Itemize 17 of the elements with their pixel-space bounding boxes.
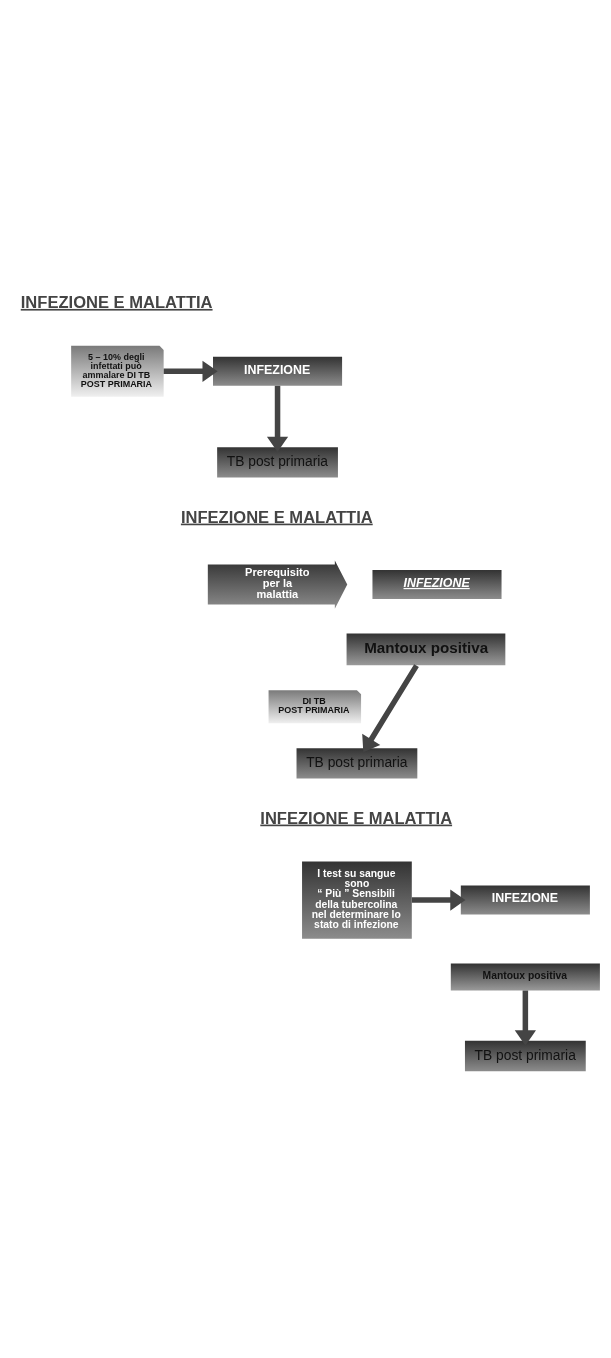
arrow <box>514 990 536 1045</box>
node-box: Mantoux positiva <box>346 633 506 665</box>
node-box: INFEZIONE <box>213 356 343 386</box>
arrow <box>163 360 218 382</box>
label: INFEZIONE E MALATTIA <box>260 808 453 828</box>
label: INFEZIONE E MALATTIA <box>20 292 213 312</box>
label: INFEZIONE E MALATTIA <box>180 507 373 527</box>
node-box: TB post primaria <box>217 446 338 478</box>
node-box: TB post primaria <box>464 1040 586 1071</box>
node-box: I test su sangue sono “ Più ” Sensibili della tubercolina nel determinare lo stato di infezione <box>302 860 412 939</box>
arrow <box>362 663 419 752</box>
arrow <box>411 888 466 911</box>
node-box: INFEZIONE <box>460 885 590 915</box>
node-box: INFEZIONE <box>372 569 502 599</box>
node-box: Mantoux positiva <box>450 963 600 990</box>
node-box: TB post primaria <box>296 747 418 779</box>
arrow <box>266 385 289 452</box>
